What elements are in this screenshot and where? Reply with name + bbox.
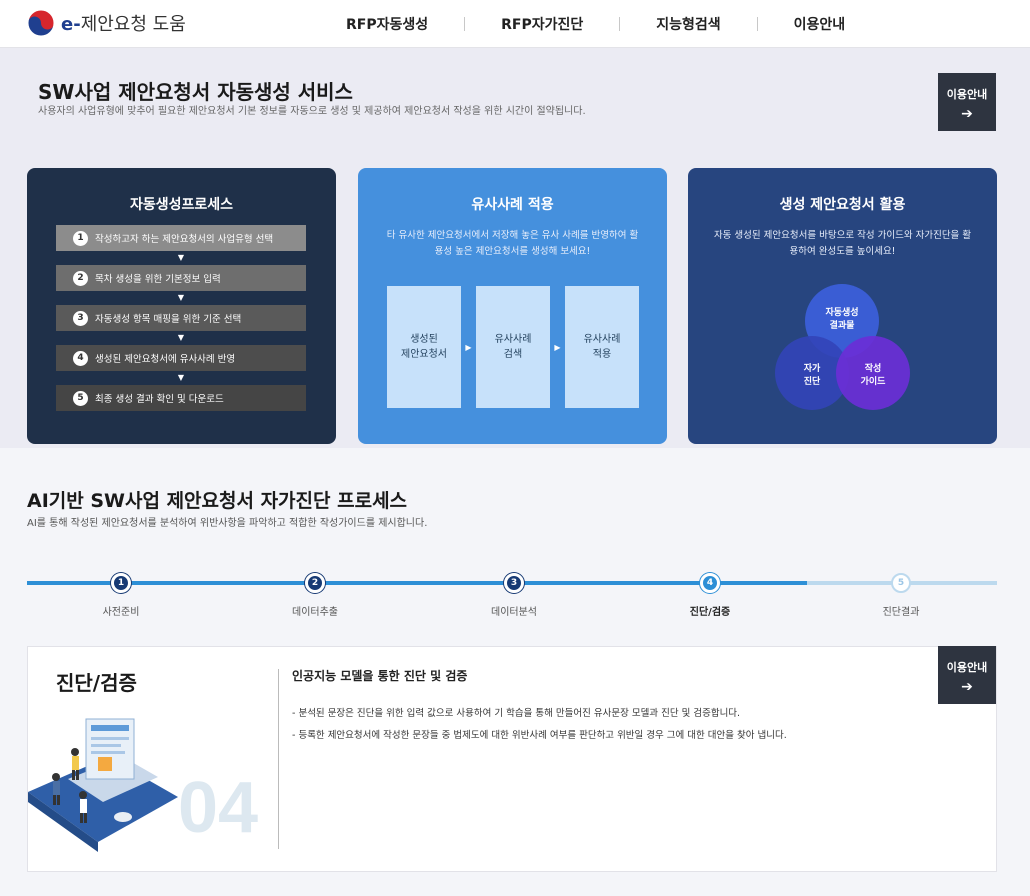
venn-label-writing-guide-1: 작성 xyxy=(865,362,882,374)
taegeuk-logo-icon xyxy=(27,9,55,37)
step-text: 작성하고자 하는 제안요청서의 사업유형 선택 xyxy=(95,234,274,245)
right-triangle-icon: ▶ xyxy=(465,342,472,352)
card-description: 타 유사한 제안요청서에서 저장해 놓은 유사 사례를 반영하여 활용성 높은 … xyxy=(386,230,639,258)
process-step: 3 자동생성 항목 매핑을 위한 기준 선택 xyxy=(56,305,306,331)
process-step: 4 생성된 제안요청서에 유사사례 반영 xyxy=(56,345,306,371)
card-description: 자동 생성된 제안요청서를 바탕으로 작성 가이드와 자가진단을 활용하여 완성… xyxy=(713,230,972,258)
detail-title: 진단/검증 xyxy=(56,671,137,695)
step-node: 4 xyxy=(700,573,720,593)
venn-label-auto-result-2: 결과물 xyxy=(830,319,855,331)
step-text: 자동생성 항목 매핑을 위한 기준 선택 xyxy=(95,314,242,325)
venn-circle-writing-guide xyxy=(836,336,910,410)
usage-guide-button[interactable]: 이용안내 ➔ xyxy=(938,73,996,131)
flow-box-generated: 생성된 제안요청서 xyxy=(387,286,461,408)
detail-list-item: - 분석된 문장은 진단을 위한 입력 값으로 사용하여 기 학습을 통해 만들… xyxy=(292,708,741,719)
logo-name: 제안요청 도움 xyxy=(80,14,186,35)
process-title: AI기반 SW사업 제안요청서 자가진단 프로세스 xyxy=(27,490,408,512)
venn-label-self-diagnosis-1: 자가 xyxy=(804,362,821,374)
step-node: 2 xyxy=(305,573,325,593)
step-number: 2 xyxy=(73,270,88,286)
computer-illustration xyxy=(28,718,178,852)
process-step: 5 최종 생성 결과 확인 및 다운로드 xyxy=(56,385,306,411)
arrow-right-icon: ➔ xyxy=(961,678,973,695)
right-triangle-icon: ▶ xyxy=(554,342,561,352)
detail-divider xyxy=(278,669,279,849)
process-step-analyze[interactable]: 3 데이터분석 xyxy=(454,573,574,618)
step-node: 5 xyxy=(891,573,911,593)
nav-divider xyxy=(464,17,466,31)
down-arrow-icon: ▼ xyxy=(177,293,185,302)
step-label: 사전준비 xyxy=(102,607,140,618)
process-step-verify[interactable]: 4 진단/검증 xyxy=(650,573,770,618)
venn-label-auto-result-1: 자동생성 xyxy=(825,306,858,318)
step-detail-panel: 진단/검증 04 인공지능 모델을 통한 xyxy=(27,646,997,872)
step-label: 진단결과 xyxy=(882,607,920,618)
venn-diagram: 자동생성 결과물 자가 진단 작성 가이드 xyxy=(775,284,910,410)
step-text: 최종 생성 결과 확인 및 다운로드 xyxy=(95,394,224,405)
step-label: 데이터분석 xyxy=(491,607,537,618)
service-title: SW사업 제안요청서 자동생성 서비스 xyxy=(38,80,353,104)
service-description: 사용자의 사업유형에 맞추어 필요한 제안요청서 기본 정보를 자동으로 생성 … xyxy=(38,106,586,117)
logo-text: e-제안요청 도움 xyxy=(61,10,186,36)
service-section: SW사업 제안요청서 자동생성 서비스 사용자의 사업유형에 맞추어 필요한 제… xyxy=(0,48,1030,448)
process-step: 2 목차 생성을 위한 기본정보 입력 xyxy=(56,265,306,291)
diagnosis-process-section: AI기반 SW사업 제안요청서 자가진단 프로세스 AI를 통해 작성된 제안요… xyxy=(0,448,1030,896)
process-step-prepare[interactable]: 1 사전준비 xyxy=(61,573,181,618)
progress-fill xyxy=(27,581,807,585)
step-number: 4 xyxy=(73,350,88,366)
similar-case-flow: 생성된 제안요청서 ▶ 유사사례 검색 ▶ 유사사례 적용 xyxy=(387,286,639,408)
down-arrow-icon: ▼ xyxy=(177,333,185,342)
arrow-right-icon: ➔ xyxy=(961,105,973,122)
detail-heading: 인공지능 모델을 통한 진단 및 검증 xyxy=(292,669,468,683)
flow-box-search: 유사사례 검색 xyxy=(476,286,550,408)
down-arrow-icon: ▼ xyxy=(177,253,185,262)
detail-list-item: - 등록한 제안요청서에 작성한 문장들 중 법제도에 대한 위반사례 여부를 … xyxy=(292,729,787,741)
step-number: 3 xyxy=(73,310,88,326)
auto-generate-process-card: 자동생성프로세스 1 작성하고자 하는 제안요청서의 사업유형 선택 ▼ 2 목… xyxy=(27,168,336,444)
step-label: 데이터추출 xyxy=(292,607,338,618)
detail-list: - 분석된 문장은 진단을 위한 입력 값으로 사용하여 기 학습을 통해 만들… xyxy=(292,703,912,747)
nav-divider xyxy=(756,17,758,31)
similar-case-card: 유사사례 적용 타 유사한 제안요청서에서 저장해 놓은 유사 사례를 반영하여… xyxy=(358,168,667,444)
step-number: 1 xyxy=(73,230,88,246)
nav-rfp-generate[interactable]: RFP자동생성 xyxy=(346,17,429,33)
venn-circle-self-diagnosis xyxy=(775,336,849,410)
global-nav: RFP자동생성 RFP자가진단 지능형검색 이용안내 xyxy=(310,0,881,48)
card-title: 생성 제안요청서 활용 xyxy=(779,197,906,213)
top-header: e-제안요청 도움 RFP자동생성 RFP자가진단 지능형검색 이용안내 xyxy=(0,0,1030,48)
card-title: 자동생성프로세스 xyxy=(129,197,234,213)
nav-divider xyxy=(619,17,621,31)
detail-step-number: 04 xyxy=(178,768,259,848)
flow-box-apply: 유사사례 적용 xyxy=(565,286,639,408)
process-step: 1 작성하고자 하는 제안요청서의 사업유형 선택 xyxy=(56,225,306,251)
step-node: 3 xyxy=(504,573,524,593)
process-description: AI를 통해 작성된 제안요청서를 분석하여 위반사항을 파악하고 적합한 작성… xyxy=(27,518,428,529)
step-number: 5 xyxy=(73,390,88,406)
process-steps: 1 작성하고자 하는 제안요청서의 사업유형 선택 ▼ 2 목차 생성을 위한 … xyxy=(56,225,306,411)
nav-rfp-diagnosis[interactable]: RFP자가진단 xyxy=(501,17,584,33)
logo-prefix: e- xyxy=(61,14,81,35)
site-logo[interactable]: e-제안요청 도움 xyxy=(27,9,186,37)
card-title: 유사사례 적용 xyxy=(471,197,554,213)
step-text: 생성된 제안요청서에 유사사례 반영 xyxy=(95,354,236,365)
venn-label-writing-guide-2: 가이드 xyxy=(861,375,887,387)
process-step-result[interactable]: 5 진단결과 xyxy=(841,573,961,618)
step-text: 목차 생성을 위한 기본정보 입력 xyxy=(95,274,221,285)
usage-card: 생성 제안요청서 활용 자동 생성된 제안요청서를 바탕으로 작성 가이드와 자… xyxy=(688,168,997,444)
nav-smart-search[interactable]: 지능형검색 xyxy=(656,17,721,33)
usage-guide-label: 이용안내 xyxy=(946,88,988,101)
process-step-extract[interactable]: 2 데이터추출 xyxy=(255,573,375,618)
down-arrow-icon: ▼ xyxy=(177,373,185,382)
venn-label-self-diagnosis-2: 진단 xyxy=(804,375,821,387)
usage-guide-label: 이용안내 xyxy=(946,661,988,674)
step-label: 진단/검증 xyxy=(689,607,731,618)
detail-usage-guide-button[interactable]: 이용안내 ➔ xyxy=(938,646,996,704)
step-node: 1 xyxy=(111,573,131,593)
nav-usage-guide[interactable]: 이용안내 xyxy=(793,17,846,33)
